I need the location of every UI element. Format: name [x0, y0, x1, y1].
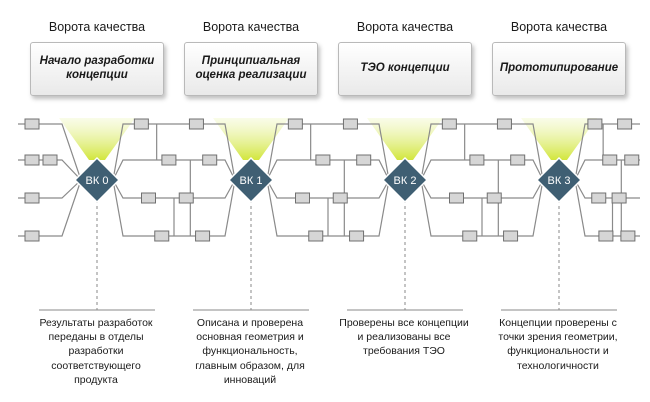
process-node: [295, 192, 310, 204]
process-node: [602, 154, 618, 166]
gate-1-diamond: ВК 1: [227, 156, 275, 204]
gate-3-diamond: ВК 3: [535, 156, 583, 204]
process-node: [496, 118, 512, 130]
gate-2-diamond: ВК 2: [381, 156, 429, 204]
process-node: [154, 230, 170, 242]
gate-0-stage-label: Начало разработки концепции: [39, 55, 155, 81]
process-node: [349, 230, 365, 242]
wire: [112, 179, 236, 199]
process-node: [42, 154, 58, 166]
gate-2-funnel: [367, 118, 443, 160]
gate-0-result: Результаты разработок переданы в отделы …: [39, 317, 153, 386]
process-node: [598, 230, 614, 242]
process-node: [178, 192, 194, 204]
process-node: [332, 192, 348, 204]
gate-0-diamond-shape: [73, 156, 121, 204]
process-node: [202, 154, 218, 166]
process-node: [342, 118, 358, 130]
process-node: [188, 118, 204, 130]
process-node: [141, 192, 156, 204]
wire: [420, 179, 544, 199]
gate-2-milestone-label: ВК 2: [394, 175, 417, 187]
gate-1-title: Ворота качества: [202, 20, 300, 34]
gate-0-milestone-label: ВК 0: [86, 175, 109, 187]
gate-3-stage-label: Прототипирование: [499, 62, 619, 75]
gate-0-funnel: [59, 118, 135, 160]
process-node: [195, 230, 211, 242]
process-node: [449, 192, 464, 204]
process-node: [161, 154, 177, 166]
gate-0-title: Ворота качества: [48, 20, 146, 34]
process-node: [462, 230, 478, 242]
wire: [266, 123, 390, 181]
gate-1-diamond-shape: [227, 156, 275, 204]
gate-0-stage-box: Начало разработки концепции: [30, 42, 164, 96]
process-node: [510, 154, 526, 166]
gate-2-title: Ворота качества: [356, 20, 454, 34]
wire: [266, 179, 390, 199]
gate-1-milestone-label: ВК 1: [240, 175, 263, 187]
process-node: [591, 192, 607, 204]
process-node: [441, 118, 457, 130]
gate-3-result: Концепции проверены с точки зрения геоме…: [498, 317, 618, 372]
gate-1-stage-box: Принципиальная оценка реализации: [184, 42, 318, 96]
gate-2-stage-label: ТЭО концепции: [360, 62, 450, 75]
process-node: [503, 230, 519, 242]
process-node: [587, 118, 603, 130]
wire: [574, 179, 640, 237]
process-node: [133, 118, 149, 130]
process-node: [624, 154, 640, 166]
process-node: [24, 192, 40, 204]
wire: [574, 179, 640, 199]
process-node: [308, 230, 324, 242]
process-node: [617, 118, 633, 130]
gate-1-result: Описана и проверена основная геометрия и…: [195, 317, 305, 386]
gate-3-title: Ворота качества: [510, 20, 608, 34]
gate-3-milestone-label: ВК 3: [548, 175, 571, 187]
process-node: [356, 154, 372, 166]
gate-2-result: Проверены все концепции и реализованы вс…: [339, 317, 469, 358]
process-node: [469, 154, 485, 166]
gate-3-stage-box: Прототипирование: [492, 42, 626, 96]
process-node: [287, 118, 303, 130]
gate-1-funnel: [213, 118, 289, 160]
wire: [420, 123, 544, 181]
gate-2-stage-box: ТЭО концепции: [338, 42, 472, 96]
wire: [112, 123, 236, 181]
process-node: [24, 154, 40, 166]
gate-1-stage-label: Принципиальная оценка реализации: [195, 55, 307, 81]
process-node: [24, 118, 40, 130]
process-node: [620, 230, 636, 242]
process-node: [24, 230, 40, 242]
gate-3-funnel: [521, 118, 597, 160]
gate-0-diamond: ВК 0: [73, 156, 121, 204]
gate-2-diamond-shape: [381, 156, 429, 204]
process-node: [315, 154, 331, 166]
process-node: [486, 192, 502, 204]
process-node: [611, 192, 627, 204]
gate-3-diamond-shape: [535, 156, 583, 204]
